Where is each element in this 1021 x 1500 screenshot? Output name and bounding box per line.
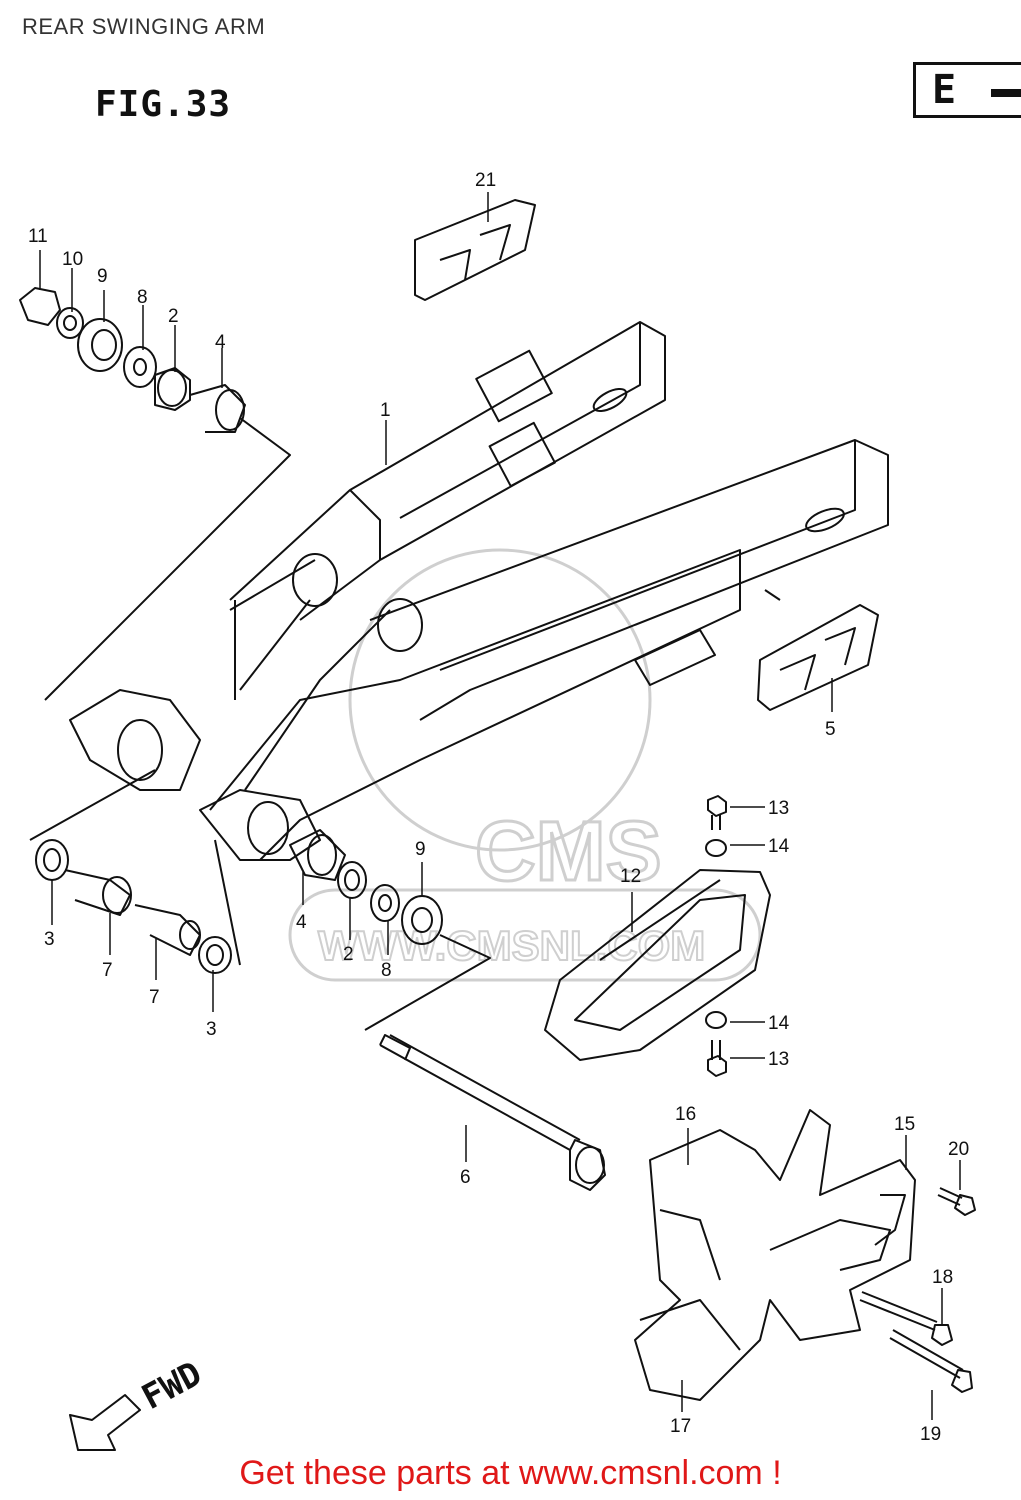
callout: 3 (44, 929, 55, 950)
guide-bolts (859, 1187, 976, 1393)
watermark-brand: CMS (475, 804, 662, 898)
left-pivot-hardware (19, 287, 291, 701)
callout: 6 (460, 1167, 471, 1188)
callout: 8 (137, 287, 148, 308)
slider-fasteners (705, 795, 727, 1077)
callout: 18 (932, 1267, 953, 1288)
chain-slider (544, 869, 771, 1061)
chain-guide-assembly (634, 1109, 916, 1401)
callout: 12 (620, 866, 641, 887)
callout: 17 (670, 1416, 691, 1437)
callout: 10 (62, 249, 83, 270)
watermark-url: WWW.CMSNL.COM (318, 922, 705, 969)
callout: 14 (768, 836, 790, 857)
figure-label: FIG.33 (95, 84, 232, 125)
callout: 5 (825, 719, 836, 740)
fwd-arrow (69, 1394, 141, 1451)
cms-watermark: CMS WWW.CMSNL.COM (288, 548, 762, 982)
right-pivot-hardware (289, 829, 491, 1031)
pivot-shaft (379, 1034, 606, 1191)
callout: 21 (475, 170, 496, 191)
callout: 4 (215, 332, 226, 353)
callout: 19 (920, 1424, 941, 1445)
callout: 2 (343, 944, 354, 965)
callout: 20 (948, 1139, 969, 1160)
callout: 1 (380, 400, 391, 421)
callout: 2 (168, 306, 179, 327)
callout: 13 (768, 1049, 789, 1070)
callout: 7 (102, 960, 113, 981)
page-title: REAR SWINGING ARM (22, 14, 266, 39)
callout: 11 (28, 226, 48, 247)
callout: 3 (206, 1019, 217, 1040)
leader-lines (39, 192, 961, 1420)
fwd-label: FWD (135, 1354, 208, 1418)
decals (414, 199, 879, 711)
callout: 4 (296, 912, 307, 933)
region-dash (991, 89, 1021, 97)
callout: 14 (768, 1013, 790, 1034)
watermark-pill (288, 888, 762, 982)
footer-link[interactable]: Get these parts at www.cmsnl.com ! (239, 1454, 782, 1492)
callout: 8 (381, 960, 392, 981)
callout: 13 (768, 798, 789, 819)
lower-pivot-hardware (29, 769, 241, 974)
callout: 15 (894, 1114, 915, 1135)
callout-labels: 11 10 9 8 2 4 21 1 5 13 14 12 14 13 3 7 … (28, 170, 969, 1445)
region-code: E (932, 67, 957, 113)
callout: 9 (97, 266, 108, 287)
region-badge: E (913, 62, 1021, 118)
callout: 7 (149, 987, 160, 1008)
callout: 9 (415, 839, 426, 860)
swing-arm (69, 321, 889, 861)
callout: 16 (675, 1104, 696, 1125)
watermark-circle (348, 548, 652, 852)
